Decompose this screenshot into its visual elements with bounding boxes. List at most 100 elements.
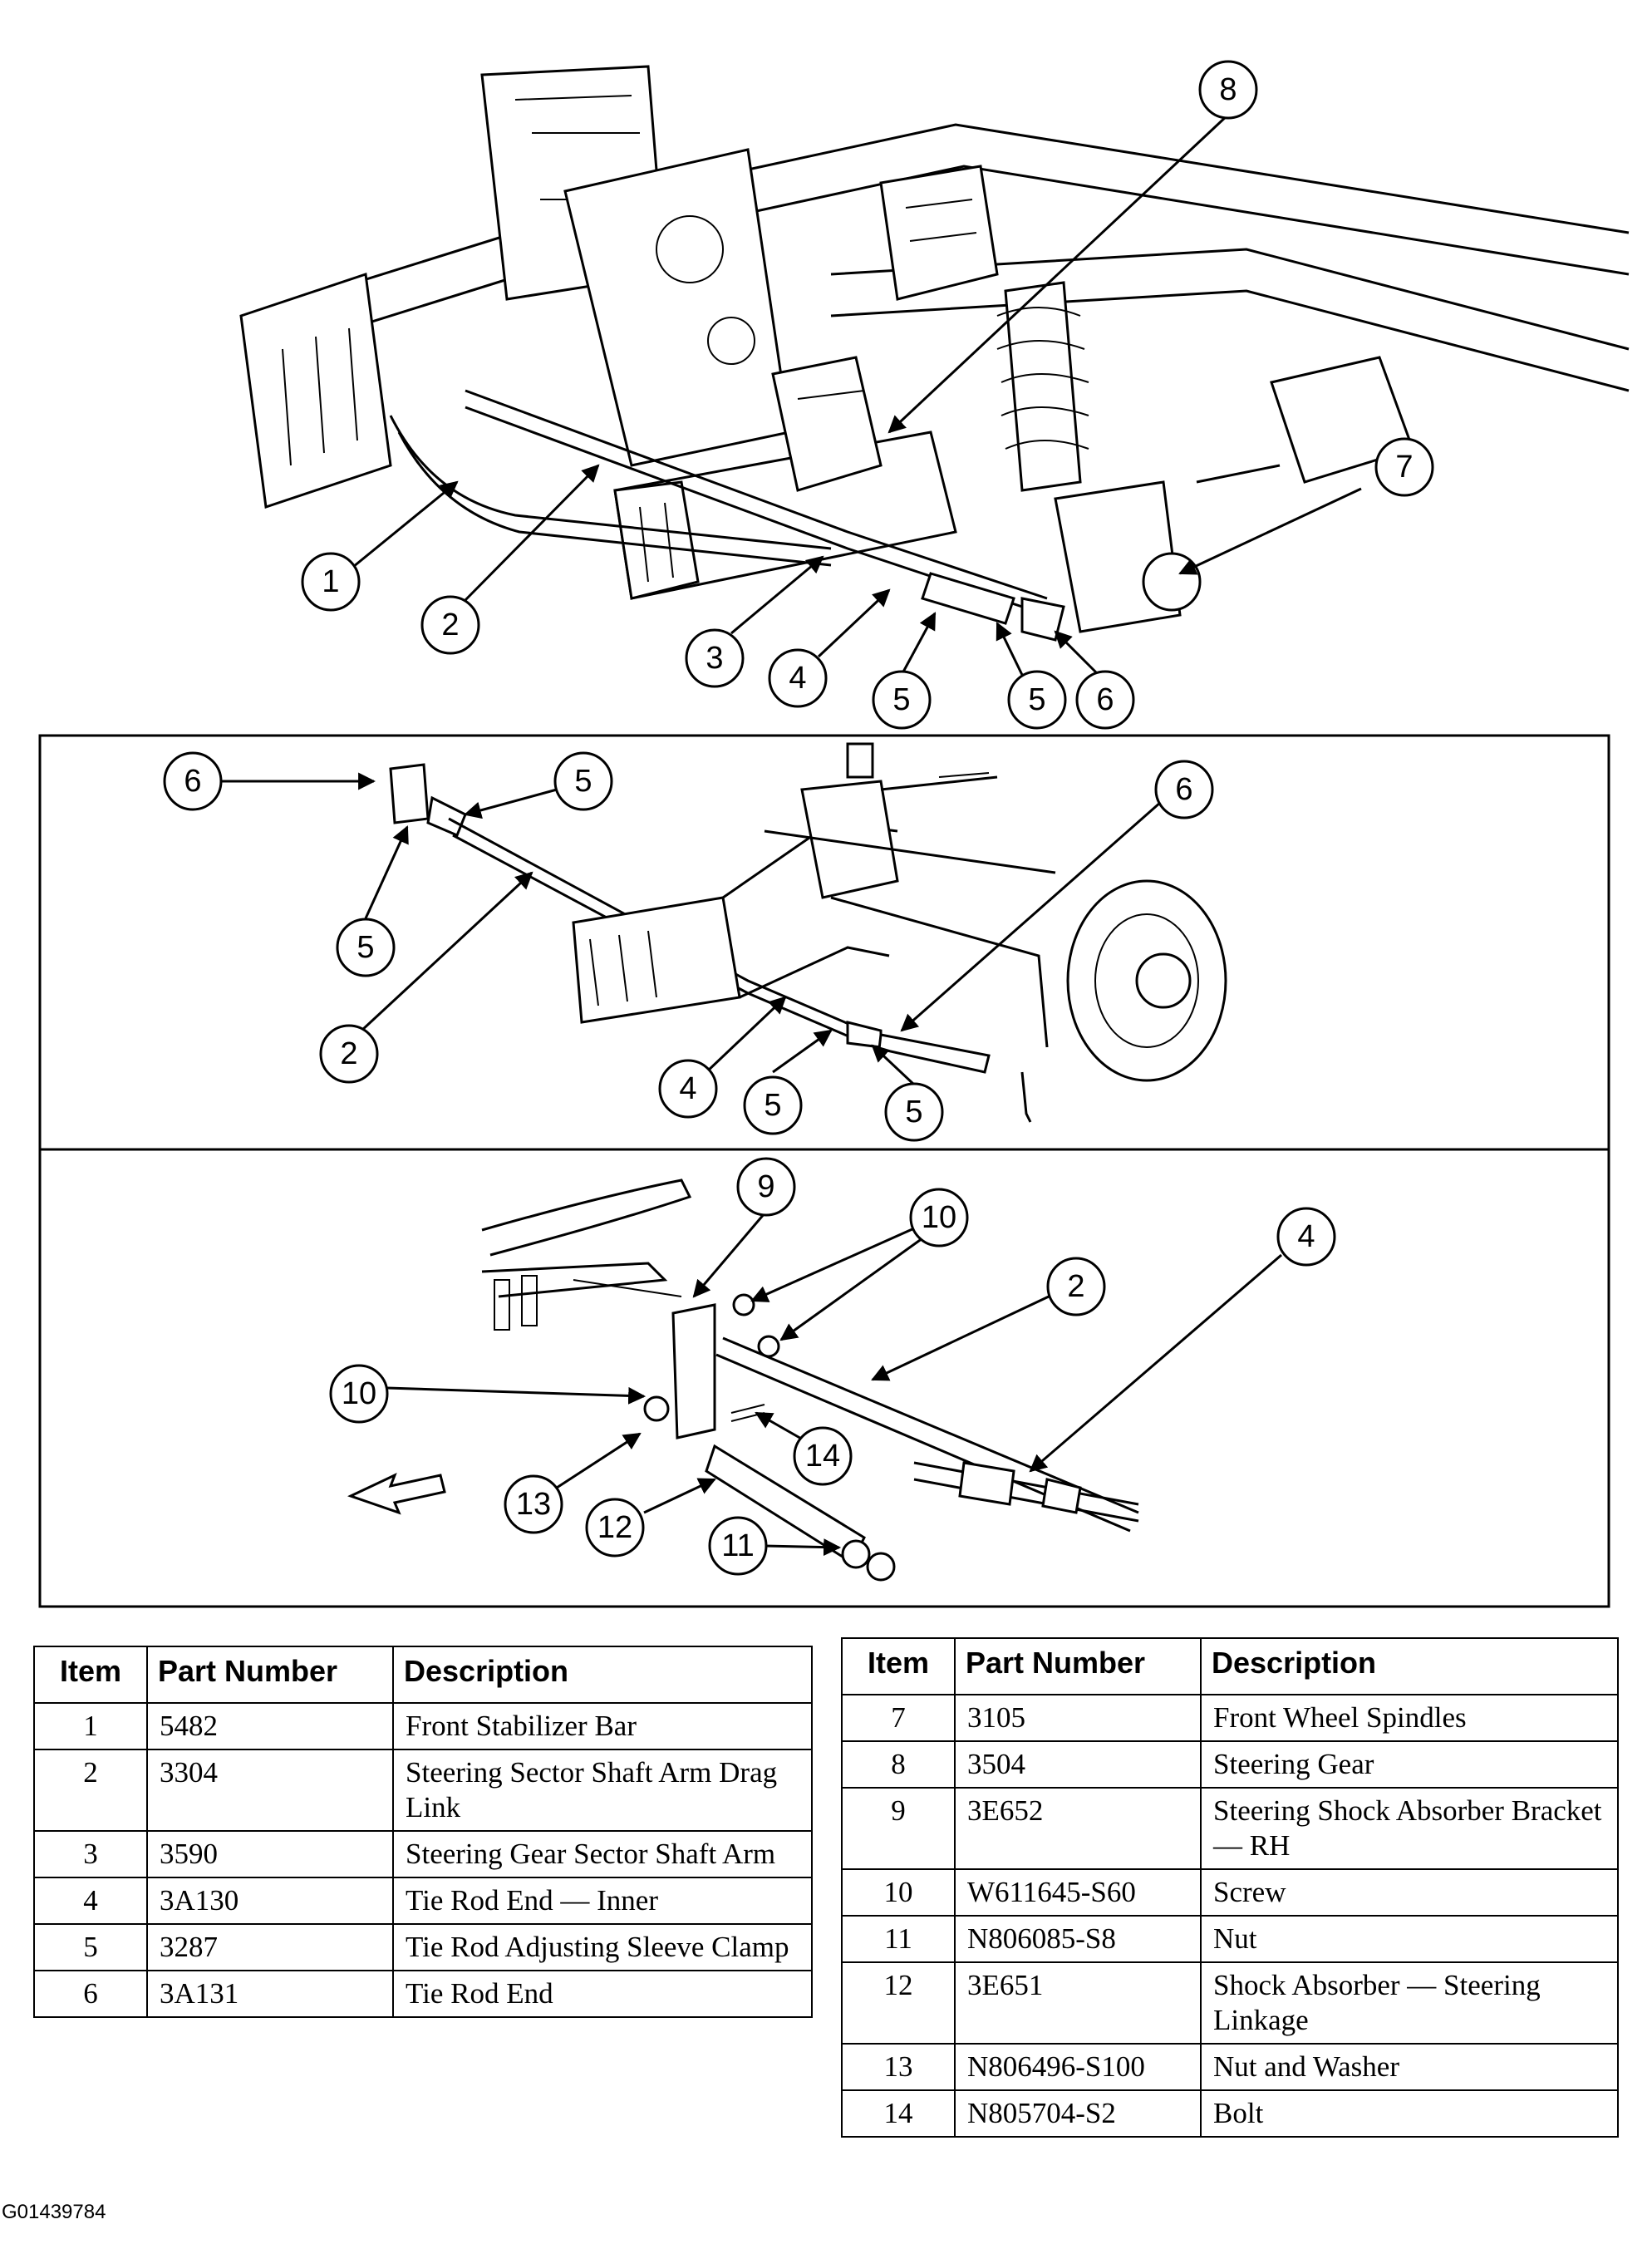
callout-label: 4 [679,1071,696,1106]
description-cell: Front Stabilizer Bar [392,1702,813,1750]
bottom-view-shock-absorber-drawing [347,1179,1139,1582]
figure-id: G01439784 [2,2201,106,2223]
part-number-cell: 3504 [954,1740,1202,1789]
callout-label: 4 [789,661,806,696]
callout-4: 4 [658,1059,718,1119]
callout-4: 4 [768,648,828,708]
callout-9: 9 [736,1157,796,1217]
description-cell: Screw [1200,1868,1619,1917]
callout-14: 14 [793,1426,853,1486]
callout-label: 11 [721,1528,754,1563]
callout-label: 5 [356,930,374,965]
table-header-row: Item Part Number Description [841,1637,1619,1695]
part-number-cell: 3590 [146,1830,394,1878]
middle-view-steering-linkage-drawing [389,742,1227,1123]
callout-5: 5 [884,1082,944,1142]
callout-1: 1 [301,552,361,612]
part-number-cell: 3105 [954,1694,1202,1742]
bottom-view-frame [38,1148,1610,1608]
part-number-cell: 3A131 [146,1970,394,2018]
item-cell: 4 [33,1877,148,1925]
item-cell: 9 [841,1787,956,1870]
callout-4: 4 [1276,1207,1336,1267]
callout-label: 2 [1067,1269,1084,1304]
part-number-cell: N805704-S2 [954,2089,1202,2138]
part-number-cell: N806496-S100 [954,2043,1202,2091]
description-cell: Tie Rod End — Inner [392,1877,813,1925]
callout-label: 6 [1096,682,1114,717]
callout-5: 5 [872,670,932,730]
part-number-cell: 5482 [146,1702,394,1750]
item-cell: 11 [841,1915,956,1963]
part-number-cell: 3304 [146,1749,394,1832]
callout-5: 5 [336,918,396,977]
description-cell: Front Wheel Spindles [1200,1694,1619,1742]
callout-label: 6 [184,764,201,799]
callout-label: 4 [1297,1219,1315,1254]
description-cell: Tie Rod Adjusting Sleeve Clamp [392,1923,813,1971]
description-cell: Bolt [1200,2089,1619,2138]
top-view-leaders [352,113,1362,676]
callout-label: 7 [1395,450,1413,485]
callout-2: 2 [319,1024,379,1084]
part-number-cell: 3A130 [146,1877,394,1925]
callout-label: 3 [706,641,723,676]
callout-12: 12 [585,1498,645,1558]
callout-label: 5 [764,1088,781,1123]
callout-label: 8 [1219,72,1237,107]
callout-6: 6 [163,751,223,811]
part-number-cell: 3E652 [954,1787,1202,1870]
callout-2: 2 [420,595,480,655]
item-cell: 6 [33,1970,148,2018]
item-cell: 5 [33,1923,148,1971]
callout-label: 5 [574,764,592,799]
callout-10: 10 [909,1188,969,1247]
column-header-part-number: Part Number [954,1637,1202,1695]
callout-2: 2 [1046,1257,1106,1316]
item-cell: 14 [841,2089,956,2138]
part-number-cell: 3287 [146,1923,394,1971]
callout-label: 5 [905,1095,922,1129]
description-cell: Nut and Washer [1200,2043,1619,2091]
callout-11: 11 [708,1516,768,1576]
coil-spring [996,281,1089,492]
callout-5: 5 [743,1075,803,1135]
callout-label: 9 [757,1169,774,1204]
callout-6: 6 [1154,760,1214,819]
callout-13: 13 [504,1474,563,1534]
item-cell: 7 [841,1694,956,1742]
callout-label: 10 [342,1376,376,1411]
callout-8: 8 [1198,60,1258,120]
description-cell: Nut [1200,1915,1619,1963]
description-cell: Steering Gear Sector Shaft Arm [392,1830,813,1878]
column-header-item: Item [841,1637,956,1695]
column-header-description: Description [392,1646,813,1704]
callout-10: 10 [329,1364,389,1424]
item-cell: 8 [841,1740,956,1789]
callout-label: 2 [441,608,459,642]
bottom-view-leaders [386,1213,1282,1557]
description-cell: Steering Sector Shaft Arm Drag Link [392,1749,813,1832]
callout-3: 3 [685,628,745,688]
column-header-description: Description [1200,1637,1619,1695]
callout-label: 1 [322,564,339,599]
item-cell: 13 [841,2043,956,2091]
part-number-cell: 3E651 [954,1961,1202,2045]
part-number-cell: W611645-S60 [954,1868,1202,1917]
callout-label: 13 [516,1487,551,1522]
